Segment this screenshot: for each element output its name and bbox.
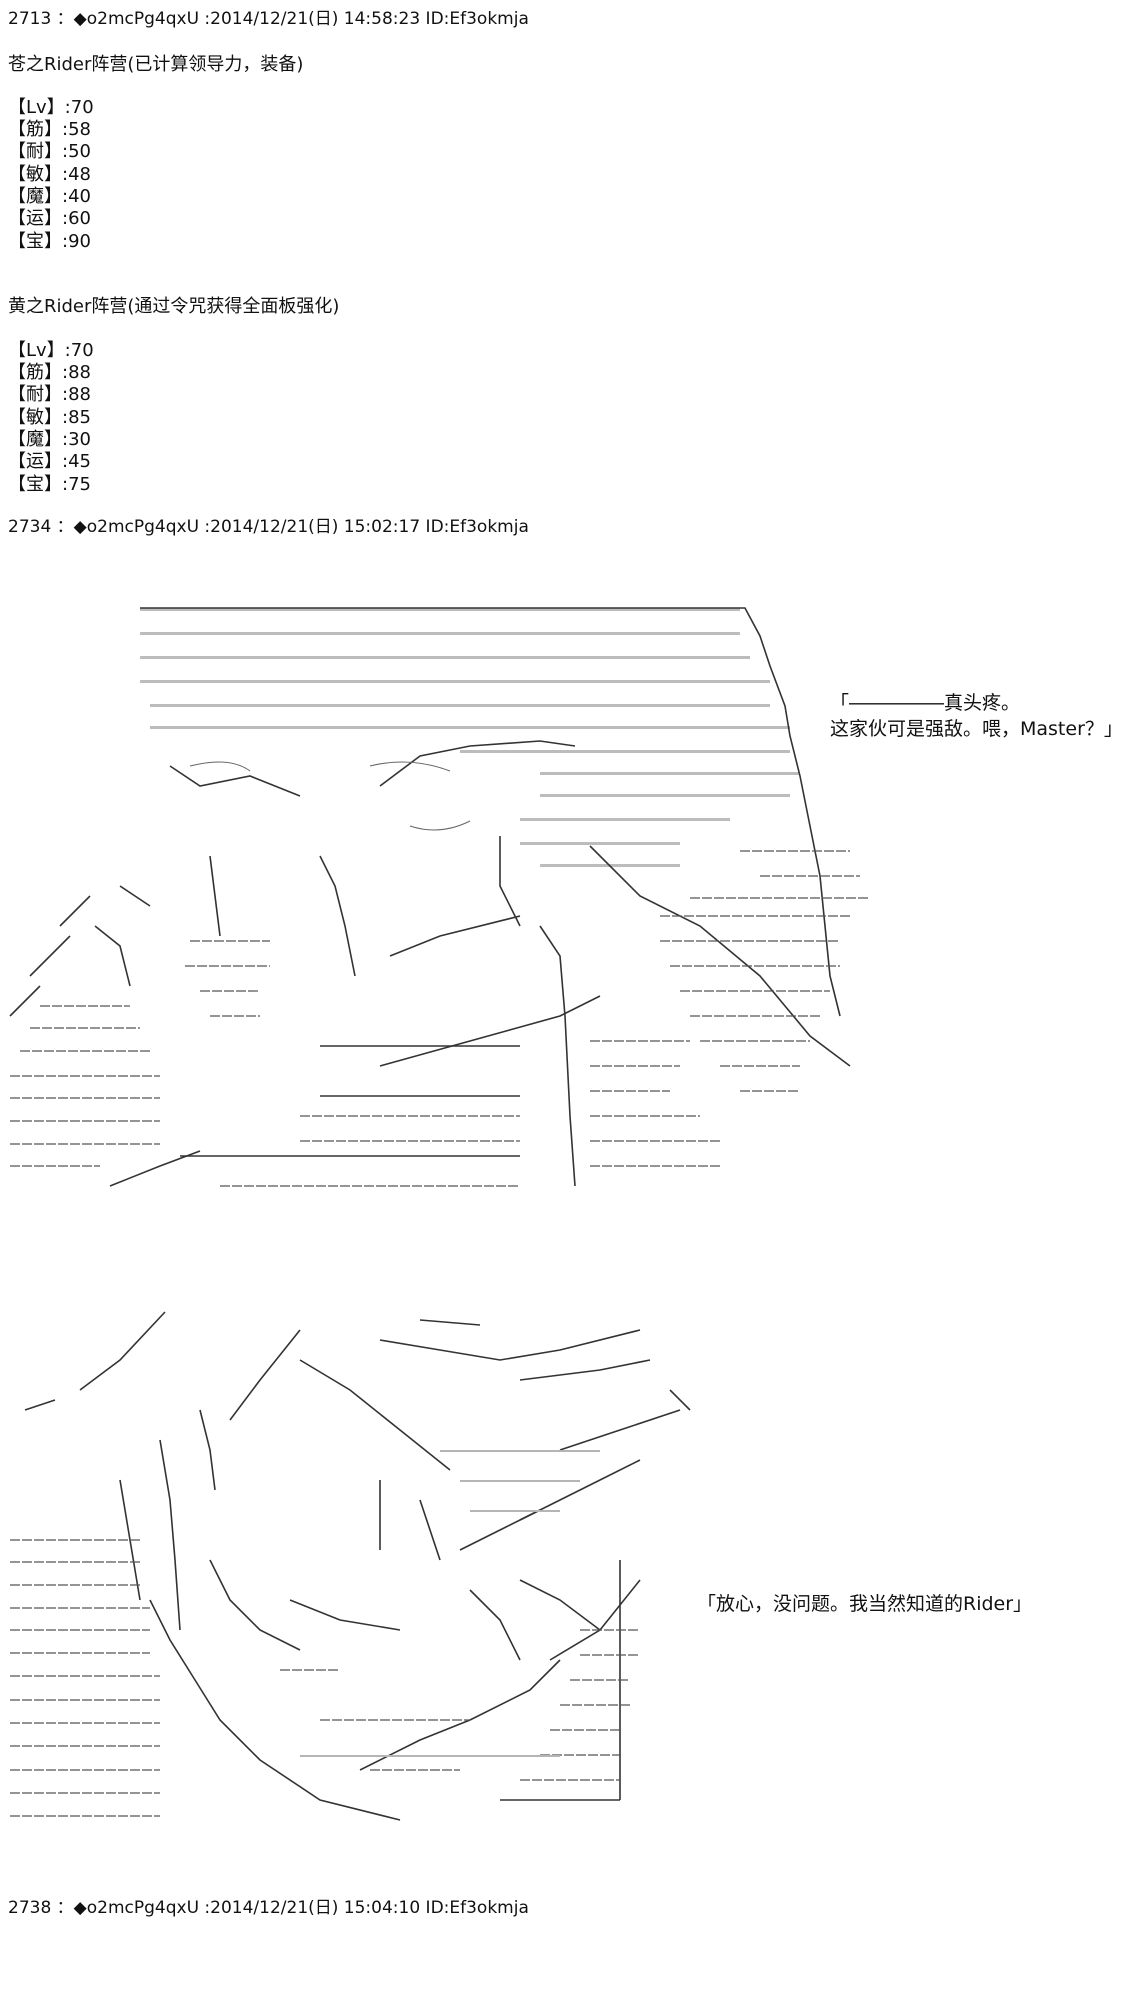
speech-rider-line2: 这家伙可是强敌。喂，Master？」 bbox=[830, 718, 1123, 740]
figure-stripes bbox=[10, 1539, 640, 1817]
ascii-art-rider-portrait bbox=[0, 596, 900, 1196]
stat-line: 【Lv】:70 bbox=[8, 97, 94, 118]
stat-line: 【筋】:58 bbox=[8, 119, 91, 140]
stat-line: 【耐】:88 bbox=[8, 384, 91, 405]
post-header-2734: 2734 ：◆o2mcPg4qxU :2014/12/21(日) 15:02:1… bbox=[8, 517, 529, 537]
ascii-art-master-figure bbox=[0, 1300, 700, 1850]
garment-stripes bbox=[10, 850, 870, 1187]
post-header-2713: 2713 ：◆o2mcPg4qxU :2014/12/21(日) 14:58:2… bbox=[8, 9, 529, 29]
stat-line: 【魔】:30 bbox=[8, 429, 91, 450]
speech-master: 「放心，没问题。我当然知道的Rider」 bbox=[697, 1593, 1033, 1615]
stat-line: 【敏】:48 bbox=[8, 164, 91, 185]
stat-line: 【耐】:50 bbox=[8, 141, 91, 162]
stat-line: 【筋】:88 bbox=[8, 362, 91, 383]
post-header-2738: 2738 ：◆o2mcPg4qxU :2014/12/21(日) 15:04:1… bbox=[8, 1898, 529, 1918]
stat-line: 【运】:45 bbox=[8, 451, 91, 472]
figure-dots bbox=[300, 1450, 600, 1757]
stat-line: 【敏】:85 bbox=[8, 407, 91, 428]
eye-marks bbox=[189, 761, 471, 831]
stat-line: 【宝】:90 bbox=[8, 231, 91, 252]
stat-line: 【魔】:40 bbox=[8, 186, 91, 207]
stat-line: 【宝】:75 bbox=[8, 474, 91, 495]
ascii-art-rider-portrait-svg bbox=[9, 607, 870, 1187]
hair-dots bbox=[140, 608, 800, 867]
stat-line: 【运】:60 bbox=[8, 208, 91, 229]
figure-outline bbox=[24, 1311, 691, 1821]
speech-rider-line1: 「―――――真头疼。 bbox=[830, 692, 1021, 714]
stat-line: 【Lv】:70 bbox=[8, 340, 94, 361]
ascii-art-master-figure-svg bbox=[10, 1311, 691, 1821]
portrait-outline bbox=[9, 607, 851, 1187]
section-title-blue-rider: 苍之Rider阵营(已计算领导力，装备) bbox=[8, 54, 304, 75]
section-title-yellow-rider: 黄之Rider阵营(通过令咒获得全面板强化) bbox=[8, 296, 340, 317]
